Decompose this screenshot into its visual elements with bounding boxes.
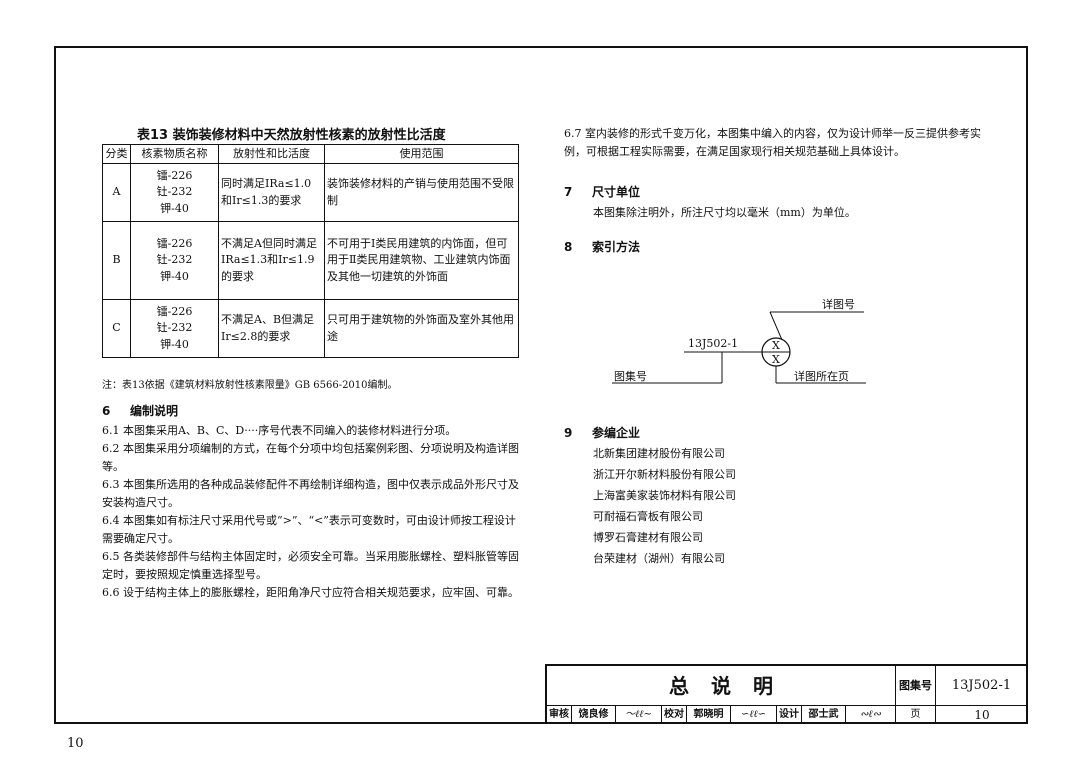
class-cell: B — [102, 221, 131, 300]
reviewer-signature: ～ℓℓ∼ — [616, 706, 662, 724]
review-label: 审核 — [547, 706, 572, 724]
item-6-1: 6.1 本图集采用A、B、C、D····序号代表不同编入的装修材料进行分项。 — [102, 424, 457, 437]
company-item: 浙江开尔新材料股份有限公司 — [593, 468, 736, 481]
atlas-code-label: 13J502-1 — [688, 337, 738, 350]
atlas-number-label: 图集号 — [614, 369, 647, 383]
scope-cell: 不可用于Ⅰ类民用建筑的内饰面，但可用于Ⅱ类民用建筑物、工业建筑内饰面及其他一切建… — [324, 221, 519, 300]
design-label: 设计 — [777, 706, 802, 724]
page-value: 10 — [974, 708, 990, 722]
item-6-6: 6.6 设于结构主体上的膨胀螺栓，距阳角净尺寸应符合相关规范要求，应牢固、可靠。 — [102, 586, 519, 599]
section-6-body: 6.1 本图集采用A、B、C、D····序号代表不同编入的装修材料进行分项。 6… — [102, 422, 522, 602]
detail-number-label: 详图号 — [822, 297, 855, 311]
index-symbol-top: X — [772, 339, 780, 352]
col-header-scope: 使用范围 — [324, 144, 519, 164]
index-symbol-bottom: X — [772, 353, 780, 366]
item-6-4: 6.4 本图集如有标注尺寸采用代号或“>”、“<”表示可变数时，可由设计师按工程… — [102, 514, 516, 545]
detail-page-label: 详图所在页 — [794, 369, 849, 383]
atlas-no-label: 图集号 — [896, 666, 936, 706]
designer-name: 邵士武 — [802, 706, 846, 724]
reviewer-name: 饶良修 — [572, 706, 616, 724]
scope-cell: 只可用于建筑物的外饰面及室外其他用途 — [324, 299, 519, 358]
company-item: 可耐福石膏板有限公司 — [593, 510, 703, 523]
company-item: 北新集团建材股份有限公司 — [593, 447, 725, 460]
title-block: 总说明 图集号 13J502-1 审核 饶良修 ～ℓℓ∼ 校对 郭晓明 ∽ℓℓ∽… — [545, 664, 1028, 724]
activity-cell: 同时满足IRa≤1.0和Ir≤1.3的要求 — [218, 163, 325, 222]
scope-cell: 装饰装修材料的产销与使用范围不受限制 — [324, 163, 519, 222]
drawing-frame — [54, 46, 1028, 724]
table-title: 表13 装饰装修材料中天然放射性核素的放射性比活度 — [137, 128, 446, 143]
table-header-row: 分类 核素物质名称 放射性和比活度 使用范围 — [102, 144, 519, 164]
table-note: 注：表13依据《建筑材料放射性核素限量》GB 6566-2010编制。 — [102, 380, 398, 391]
item-6-7: 6.7 室内装修的形式千变万化，本图集中编入的内容，仅为设计师举一反三提供参考实… — [564, 127, 981, 158]
index-symbol-diagram: 详图号 X X 13J502-1 图集号 详图所在页 — [612, 297, 866, 384]
item-6-3: 6.3 本图集所选用的各种成品装修配件不再绘制详细构造，图中仅表示成品外形尺寸及… — [102, 478, 519, 509]
class-cell: C — [102, 299, 131, 358]
page-number: 10 — [67, 736, 84, 751]
atlas-no-value: 13J502-1 — [936, 666, 1028, 706]
item-6-5: 6.5 各类装修部件与结构主体固定时，必须安全可靠。当采用膨胀螺栓、塑料胀管等固… — [102, 550, 519, 581]
checker-name: 郭晓明 — [687, 706, 731, 724]
activity-cell: 不满足A、B但满足Ir≤2.8的要求 — [218, 299, 325, 358]
section-7-text: 本图集除注明外，所注尺寸均以毫米（mm）为单位。 — [593, 206, 856, 219]
check-label: 校对 — [662, 706, 687, 724]
company-item: 台荣建材（湖州）有限公司 — [593, 552, 725, 565]
col-header-activity: 放射性和比活度 — [218, 144, 325, 164]
activity-cell: 不满足A但同时满足IRa≤1.3和Ir≤1.9的要求 — [218, 221, 325, 300]
designer-signature: ∾ℓ∾ — [846, 706, 896, 724]
class-cell: A — [102, 163, 131, 222]
drawing-title: 总说明 — [547, 666, 896, 706]
checker-signature: ∽ℓℓ∽ — [731, 706, 777, 724]
company-item: 博罗石膏建材有限公司 — [593, 531, 703, 544]
company-item: 上海富美家装饰材料有限公司 — [593, 489, 736, 502]
page-label: 页 — [896, 706, 936, 724]
item-6-2: 6.2 本图集采用分项编制的方式，在每个分项中均包括案例彩图、分项说明及构造详图… — [102, 442, 519, 473]
col-header-nuclide: 核素物质名称 — [130, 144, 219, 164]
col-header-class: 分类 — [102, 144, 131, 164]
